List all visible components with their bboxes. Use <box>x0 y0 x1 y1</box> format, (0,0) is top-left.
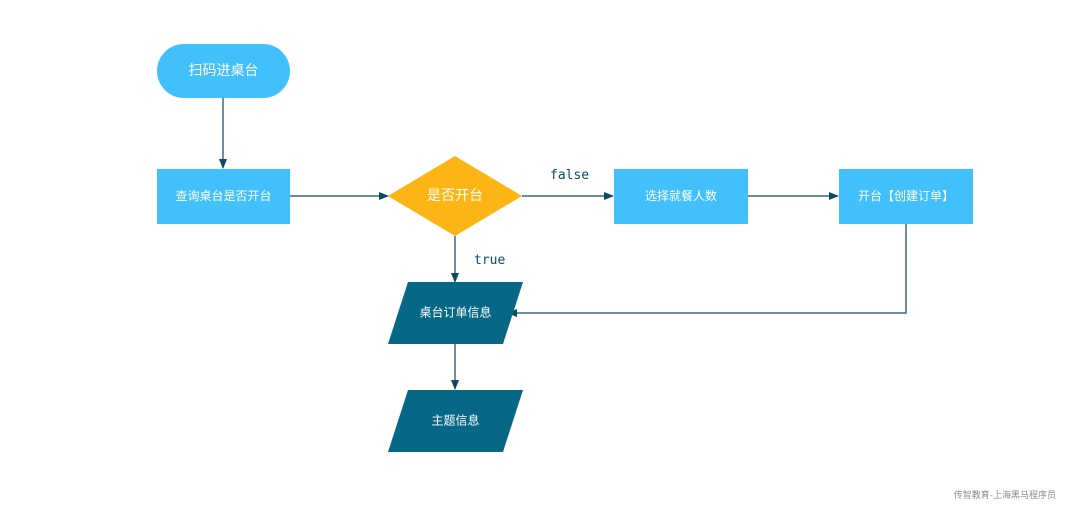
edges <box>219 98 907 390</box>
node-select-diners-label: 选择就餐人数 <box>645 188 717 203</box>
node-theme-info-label: 主题信息 <box>431 413 479 428</box>
node-theme-info[interactable]: 主题信息 <box>388 390 523 452</box>
edge-label-false: false <box>550 168 589 183</box>
watermark: 传智教育-上海黑马程序员 <box>953 491 1056 501</box>
node-decision[interactable]: 是否开台 <box>388 156 522 236</box>
edge-open-to-order <box>507 224 907 317</box>
node-select-diners[interactable]: 选择就餐人数 <box>614 169 748 224</box>
edge-label-true: true <box>474 253 505 268</box>
node-order-info-label: 桌台订单信息 <box>419 305 491 320</box>
node-decision-label: 是否开台 <box>427 188 483 204</box>
node-order-info[interactable]: 桌台订单信息 <box>388 282 523 344</box>
node-query-label: 查询桌台是否开台 <box>175 188 271 203</box>
node-start-label: 扫码进桌台 <box>189 63 259 79</box>
node-open-table[interactable]: 开台【创建订单】 <box>839 169 973 224</box>
node-start[interactable]: 扫码进桌台 <box>157 44 290 98</box>
node-open-table-label: 开台【创建订单】 <box>858 188 954 203</box>
node-query[interactable]: 查询桌台是否开台 <box>157 169 290 224</box>
